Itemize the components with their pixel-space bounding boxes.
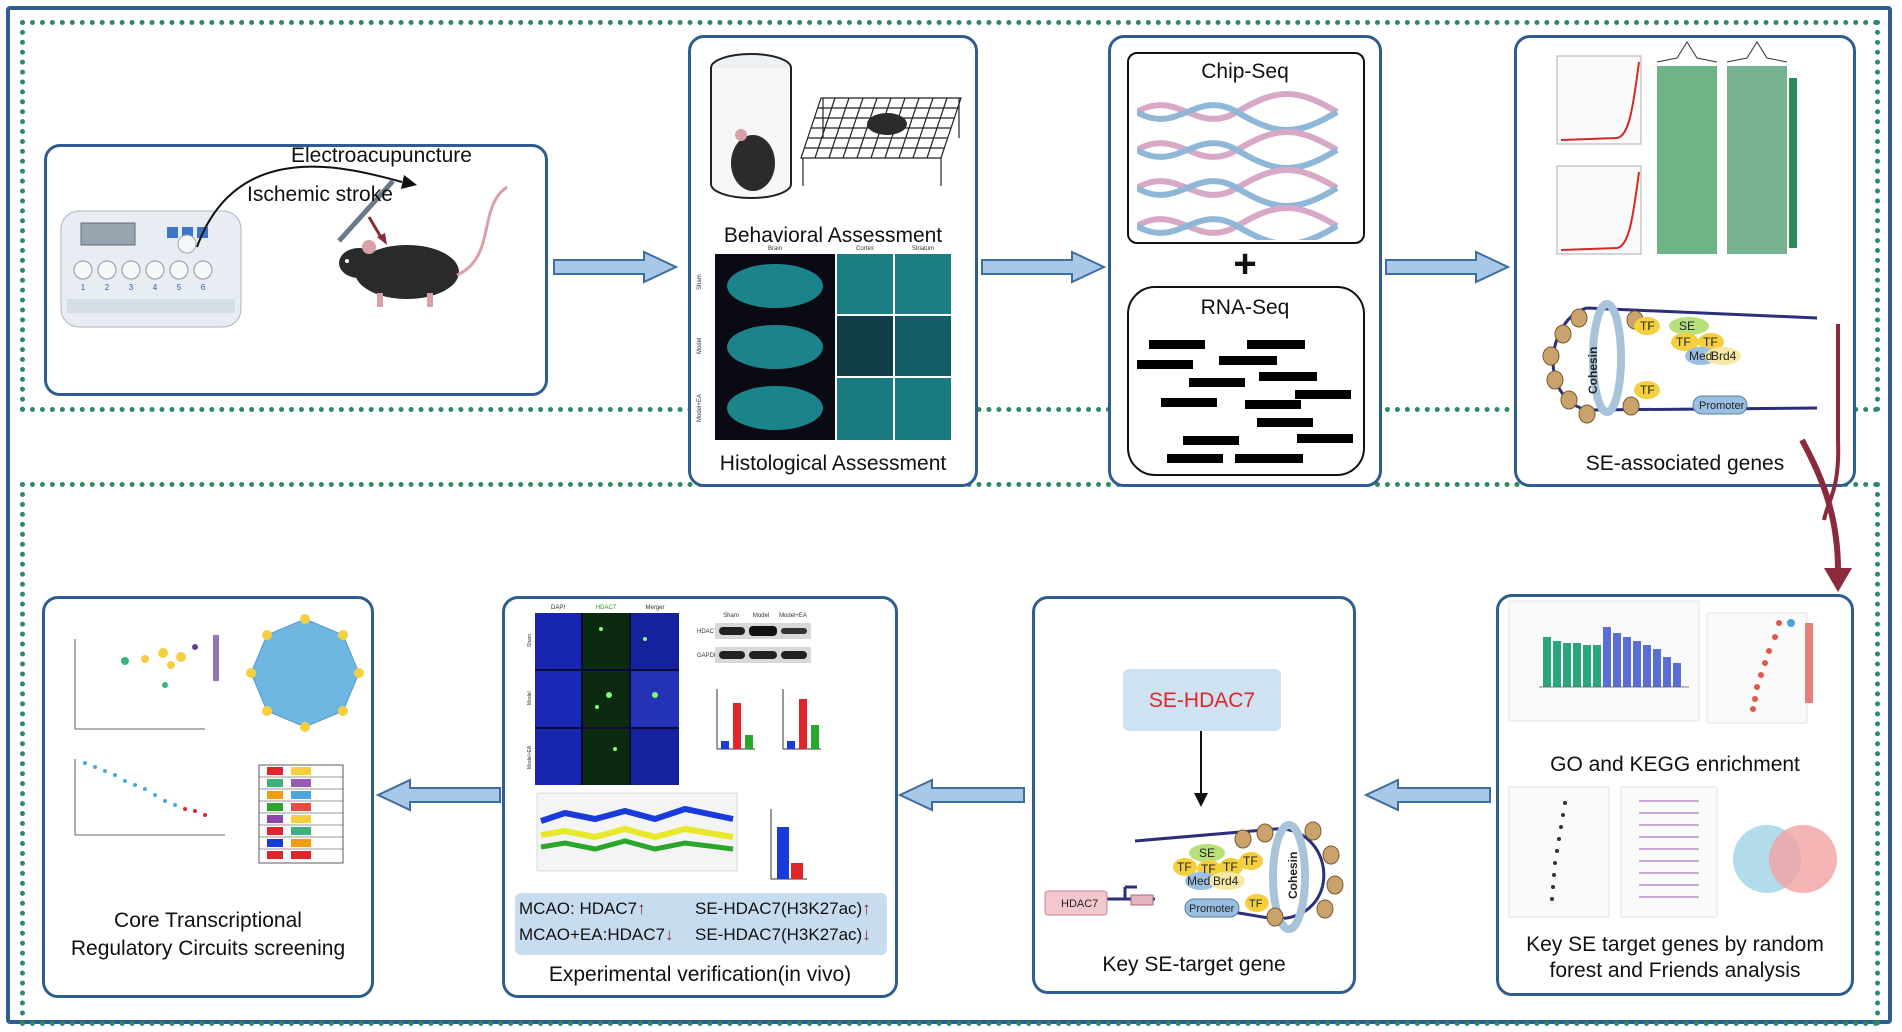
- se-label: SE: [1199, 846, 1215, 860]
- if-row-label: Model: [527, 691, 533, 705]
- device-mouse-illustration: 1 2 3 4 5 6: [60, 165, 508, 328]
- core-circuits-caption-line2: Regulatory Circuits screening: [70, 937, 346, 960]
- se-hdac7-label: SE-HDAC7: [1148, 689, 1256, 712]
- flow-arrow: [553, 250, 679, 284]
- se-associated-genes-panel: Cohesin TF SE TF TF Med Brd4 TF Promoter…: [1514, 35, 1856, 487]
- tf-label: TF: [1640, 319, 1655, 333]
- se-genes-illustration: Cohesin TF SE TF TF Med Brd4 TF Promoter: [1542, 41, 1818, 424]
- finding-text: MCAO: HDAC7: [519, 899, 638, 918]
- channel-label: 4: [153, 283, 158, 292]
- circuits-illustration: [74, 614, 364, 864]
- wb-row-label: HDAC7: [697, 629, 718, 635]
- if-column-header: DAPI: [551, 605, 565, 611]
- up-arrow-icon: ↑: [637, 899, 646, 918]
- dna-helices: [1137, 91, 1339, 240]
- med-label: Med: [1187, 874, 1210, 888]
- key-se-target-genes-caption-line1: Key SE target genes by random: [1526, 933, 1824, 956]
- maroon-connector-arrow: [1799, 324, 1852, 592]
- column-header: Brain: [768, 246, 782, 252]
- med-label: Med: [1689, 349, 1712, 363]
- se-hdac7-box: [1123, 669, 1281, 731]
- tf-label: TF: [1703, 335, 1718, 349]
- key-se-target-caption: Key SE-target gene: [1102, 953, 1286, 976]
- experiment-figures: DAPI HDAC7 Merger Sham Model Model+EA Sh…: [527, 605, 821, 880]
- hdac7-gene-label: HDAC7: [1061, 898, 1098, 910]
- finding-ea-hdac7: MCAO+EA:HDAC7↓: [519, 925, 673, 945]
- channel-label: 5: [177, 283, 182, 292]
- flow-arrow: [1385, 250, 1511, 284]
- behavioral-assessment-caption: Behavioral Assessment: [723, 224, 943, 247]
- down-arrow-icon: ↓: [664, 925, 674, 944]
- wb-column-header: Model: [753, 613, 769, 619]
- flow-arrow: [375, 778, 501, 812]
- electroacupuncture-panel: 1 2 3 4 5 6 Electroacupuncture Ischemic …: [44, 144, 548, 396]
- wb-row-label: GAPDH: [697, 653, 718, 659]
- se-label: SE: [1679, 319, 1695, 333]
- channel-label: 6: [201, 283, 206, 292]
- chip-seq-title: Chip-Seq: [1201, 60, 1289, 83]
- finding-ea-se-hdac7: SE-HDAC7(H3K27ac)↓: [695, 925, 871, 945]
- go-kegg-caption: GO and KEGG enrichment: [1550, 753, 1800, 776]
- if-row-label: Model+EA: [527, 745, 533, 769]
- histological-assessment-caption: Histological Assessment: [719, 452, 947, 475]
- enrichment-illustration: [1508, 600, 1837, 918]
- tf-label: TF: [1177, 860, 1192, 874]
- promoter-label: Promoter: [1699, 400, 1745, 412]
- wb-column-header: Sham: [723, 613, 739, 619]
- brd4-label: Brd4: [1213, 874, 1239, 888]
- key-se-target-genes-caption-line2: forest and Friends analysis: [1549, 959, 1801, 982]
- if-column-header: Merger: [645, 605, 664, 611]
- finding-text: SE-HDAC7(H3K27ac): [695, 925, 863, 944]
- cohesin-label: Cohesin: [1286, 852, 1300, 899]
- tf-label: TF: [1640, 383, 1655, 397]
- assessment-illustration: Brain Cortex Striatum Sham Model Model+E…: [697, 53, 962, 440]
- assessment-panel: Brain Cortex Striatum Sham Model Model+E…: [688, 35, 978, 487]
- experimental-verification-panel: DAPI HDAC7 Merger Sham Model Model+EA Sh…: [502, 596, 898, 998]
- channel-label: 2: [105, 283, 110, 292]
- row-label: Sham: [697, 274, 703, 290]
- up-arrow-icon: ↑: [862, 899, 871, 918]
- promoter-label: Promoter: [1189, 903, 1235, 915]
- enrichment-panel: GO and KEGG enrichment Key SE target gen…: [1496, 594, 1854, 996]
- wb-column-header: Model+EA: [779, 613, 807, 619]
- se-associated-genes-caption: SE-associated genes: [1585, 452, 1785, 475]
- flow-arrow: [1363, 778, 1491, 812]
- row-label: Model+EA: [697, 394, 703, 422]
- tf-label: TF: [1201, 862, 1216, 876]
- plus-sign: +: [1233, 242, 1257, 286]
- experimental-verification-caption: Experimental verification(in vivo): [548, 963, 852, 986]
- channel-label: 1: [81, 283, 86, 292]
- rna-seq-box: [1127, 286, 1365, 476]
- tf-label: TF: [1249, 898, 1263, 910]
- se-hdac7-loop-illustration: HDAC7 SE TF TF TF TF Med Brd4 Promoter T…: [1044, 731, 1344, 933]
- findings-box: [515, 893, 887, 955]
- chip-seq-box: [1127, 52, 1365, 244]
- finding-mcao-hdac7: MCAO: HDAC7↑: [519, 899, 646, 919]
- row-label: Model: [697, 338, 703, 354]
- tf-label: TF: [1243, 854, 1258, 868]
- core-circuits-panel: Core Transcriptional Regulatory Circuits…: [42, 596, 374, 998]
- key-se-target-panel: SE-HDAC7 HDAC7 SE TF TF TF TF Med: [1032, 596, 1356, 994]
- ischemic-stroke-label: Ischemic stroke: [247, 183, 393, 206]
- core-circuits-caption-line1: Core Transcriptional: [114, 909, 302, 932]
- column-header: Striatum: [912, 246, 934, 252]
- flow-arrow: [981, 250, 1107, 284]
- tf-label: TF: [1676, 335, 1691, 349]
- finding-mcao-se-hdac7: SE-HDAC7(H3K27ac)↑: [695, 899, 871, 919]
- brd4-label: Brd4: [1711, 349, 1737, 363]
- tf-label: TF: [1223, 860, 1238, 874]
- if-column-header: HDAC7: [596, 605, 617, 611]
- down-arrow-icon: ↓: [862, 925, 871, 944]
- electroacupuncture-label: Electroacupuncture: [291, 144, 472, 167]
- finding-text: MCAO+EA:HDAC7: [519, 925, 665, 944]
- cohesin-label: Cohesin: [1586, 347, 1600, 394]
- if-row-label: Sham: [527, 634, 533, 647]
- rna-reads: [1137, 340, 1353, 463]
- rna-seq-title: RNA-Seq: [1200, 296, 1290, 319]
- flow-arrow: [897, 778, 1025, 812]
- column-header: Cortex: [856, 246, 874, 252]
- sequencing-panel: Chip-Seq + RNA-Seq: [1108, 35, 1382, 487]
- channel-label: 3: [129, 283, 134, 292]
- finding-text: SE-HDAC7(H3K27ac): [695, 899, 863, 918]
